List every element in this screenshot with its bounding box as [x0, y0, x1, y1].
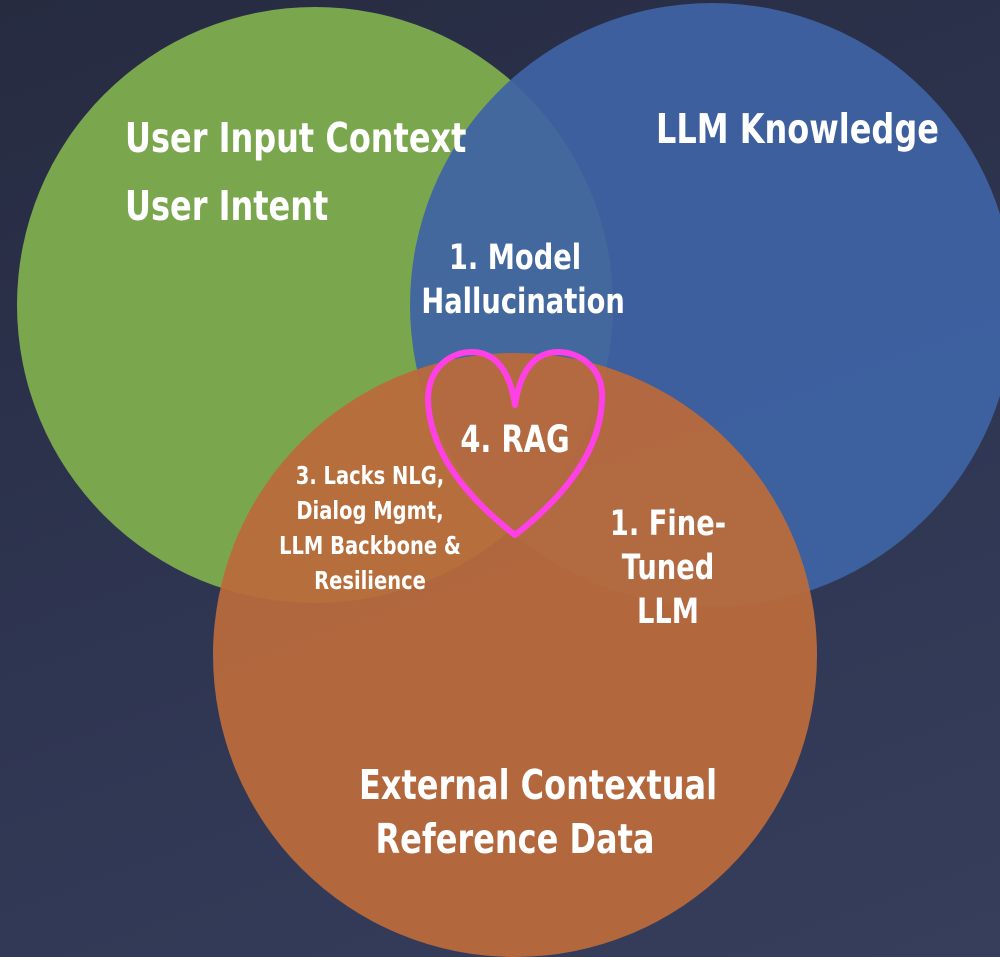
llm-knowledge-label: LLM Knowledge: [656, 104, 939, 154]
external-data-line1: External Contextual: [359, 761, 718, 809]
user-intent-line2: User Intent: [125, 182, 329, 230]
rag-label: 4. RAG: [460, 418, 570, 461]
user-input-context-label: User Input Context User Intent: [125, 104, 466, 240]
user-input-context-line1: User Input Context: [125, 114, 467, 162]
external-data-line2: Reference Data: [375, 815, 655, 863]
model-hallucination-label: 1. Model Hallucination: [421, 238, 625, 322]
circle-external-data: [213, 353, 817, 957]
fine-tuned-llm-label: 1. Fine-Tuned LLM: [609, 504, 727, 632]
lacks-nlg-label: 3. Lacks NLG, Dialog Mgmt, LLM Backbone …: [279, 461, 461, 595]
external-data-label: External Contextual Reference Data: [359, 758, 718, 866]
heart-icon: [425, 349, 606, 538]
llm-knowledge-line1: LLM Knowledge: [656, 105, 939, 153]
